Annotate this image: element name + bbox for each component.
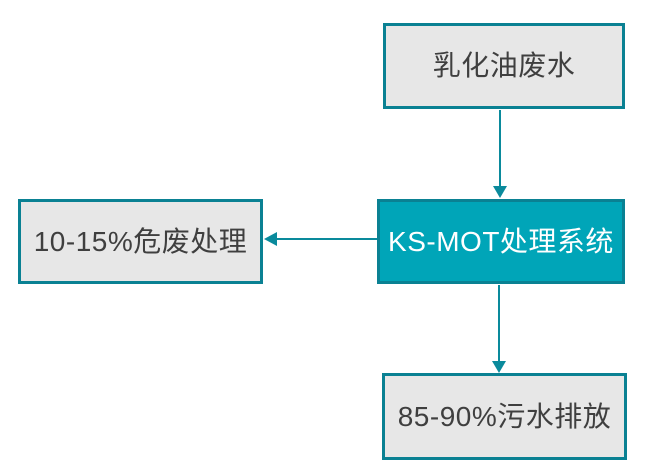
- node-hazardous-waste-treatment: 10-15%危废处理: [18, 199, 263, 284]
- node-sewage-discharge: 85-90%污水排放: [382, 373, 627, 460]
- node-label: 85-90%污水排放: [397, 400, 612, 432]
- arrow-system-to-discharge: [492, 285, 506, 373]
- node-label: 乳化油废水: [432, 50, 576, 82]
- node-ks-mot-treatment-system: KS-MOT处理系统: [377, 199, 625, 284]
- node-label: 10-15%危废处理: [33, 225, 248, 257]
- node-label: KS-MOT处理系统: [388, 225, 614, 257]
- arrow-system-to-hazardous: [264, 232, 377, 246]
- arrow-source-to-system: [493, 110, 507, 198]
- node-emulsified-oil-wastewater: 乳化油废水: [383, 23, 625, 109]
